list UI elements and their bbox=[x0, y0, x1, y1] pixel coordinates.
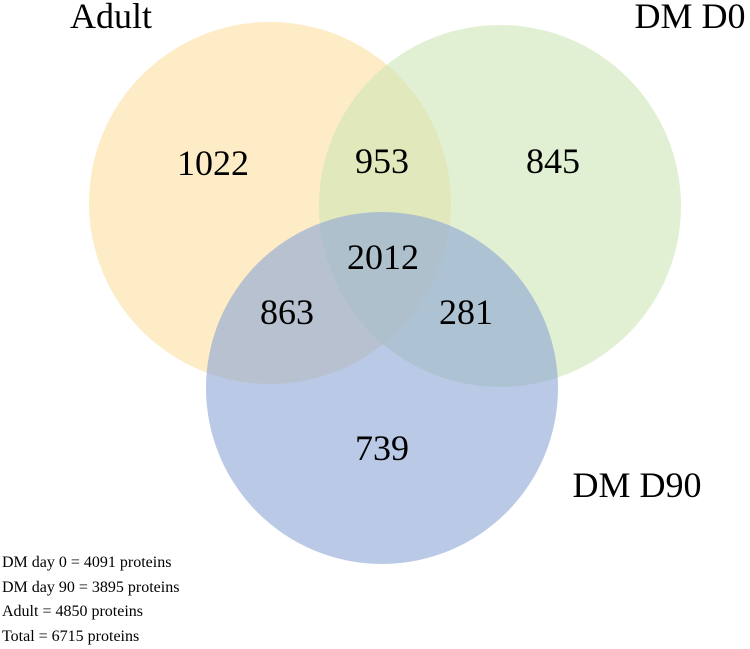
summary-line-dm-day-0: DM day 0 = 4091 proteins bbox=[2, 551, 179, 576]
dm-d0-label: DM D0 bbox=[634, 0, 745, 36]
adult-dm-d90-count: 863 bbox=[260, 292, 314, 332]
adult-label: Adult bbox=[70, 0, 152, 36]
dm-d0-only-count: 845 bbox=[526, 141, 580, 181]
summary-line-adult: Adult = 4850 proteins bbox=[2, 600, 179, 625]
all-three-count: 2012 bbox=[347, 237, 419, 277]
summary-line-total: Total = 6715 proteins bbox=[2, 625, 179, 649]
dm-d0-dm-d90-count: 281 bbox=[439, 292, 493, 332]
adult-only-count: 1022 bbox=[177, 143, 249, 183]
adult-dm-d0-count: 953 bbox=[355, 141, 409, 181]
protein-summary: DM day 0 = 4091 proteins DM day 90 = 389… bbox=[2, 551, 179, 649]
summary-line-dm-day-90: DM day 90 = 3895 proteins bbox=[2, 576, 179, 601]
dm-d90-only-count: 739 bbox=[355, 428, 409, 468]
dm-d90-label: DM D90 bbox=[572, 465, 701, 505]
